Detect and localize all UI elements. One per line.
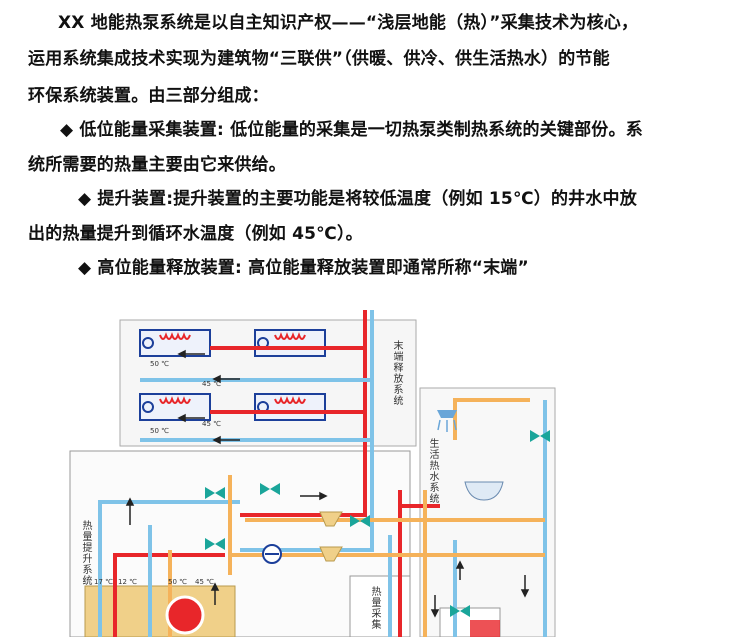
bullet-lift-line1: ◆ 提升装置:提升装置的主要功能是将较低温度（例如 15℃）的井水中放 — [78, 189, 637, 209]
para1-line2: 运用系统集成技术实现为建筑物“三联供”（供暖、供冷、供生活热水）的节能 — [28, 49, 610, 69]
flow-arrows — [125, 349, 530, 618]
valves — [205, 430, 550, 617]
bullet-lift-line2: 出的热量提升到循环水温度（例如 45℃）。 — [28, 224, 363, 244]
radiator-unit-3 — [139, 393, 211, 421]
para1-line3: 环保系统装置。由三部分组成： — [28, 86, 269, 106]
temp-50b: 50 ℃ — [150, 427, 169, 435]
heat-pump-system-diagram: 50 ℃ 45 ℃ 50 ℃ 45 ℃ 17 ℃ 12 ℃ 50 ℃ 45 ℃ — [69, 310, 556, 637]
temp-50a: 50 ℃ — [150, 360, 169, 368]
shower-icon — [437, 410, 457, 432]
hotwater-frame — [419, 387, 556, 637]
bullet-low-energy-line2: 统所需要的热量主要由它来供给。 — [28, 155, 286, 175]
heater-box — [470, 620, 500, 637]
para1-line1: XX 地能热泵系统是以自主知识产权——“浅层地能（热）”采集技术为核心， — [58, 13, 639, 33]
label-terminal-system: 末端释放系统 — [391, 340, 402, 406]
temp-45b: 45 ℃ — [202, 420, 221, 428]
bullet-high-energy-line1: ◆ 高位能量释放装置: 高位能量释放装置即通常所称“末端” — [78, 258, 529, 278]
label-lift-system: 热量提升系统 — [80, 520, 91, 586]
heat-pump-core — [165, 595, 205, 635]
lift-box — [84, 585, 236, 637]
temp-12: 12 ℃ — [118, 578, 137, 586]
radiator-unit-4 — [254, 393, 326, 421]
filter-1 — [319, 511, 343, 527]
temp-50c: 50 ℃ — [168, 578, 187, 586]
cold-pipes — [98, 310, 547, 637]
basin-icon — [464, 481, 504, 501]
label-hotwater-system: 生活热水系统 — [427, 438, 438, 504]
temp-45a: 45 ℃ — [202, 380, 221, 388]
temp-45c: 45 ℃ — [195, 578, 214, 586]
radiator-unit-2 — [254, 329, 326, 357]
filter-2 — [319, 546, 343, 562]
radiator-unit-1 — [139, 329, 211, 357]
label-collect-system: 热量采集 — [369, 586, 380, 630]
temp-17: 17 ℃ — [94, 578, 113, 586]
bullet-low-energy-line1: ◆ 低位能量采集装置: 低位能量的采集是一切热泵类制热系统的关键部份。系 — [60, 120, 643, 140]
